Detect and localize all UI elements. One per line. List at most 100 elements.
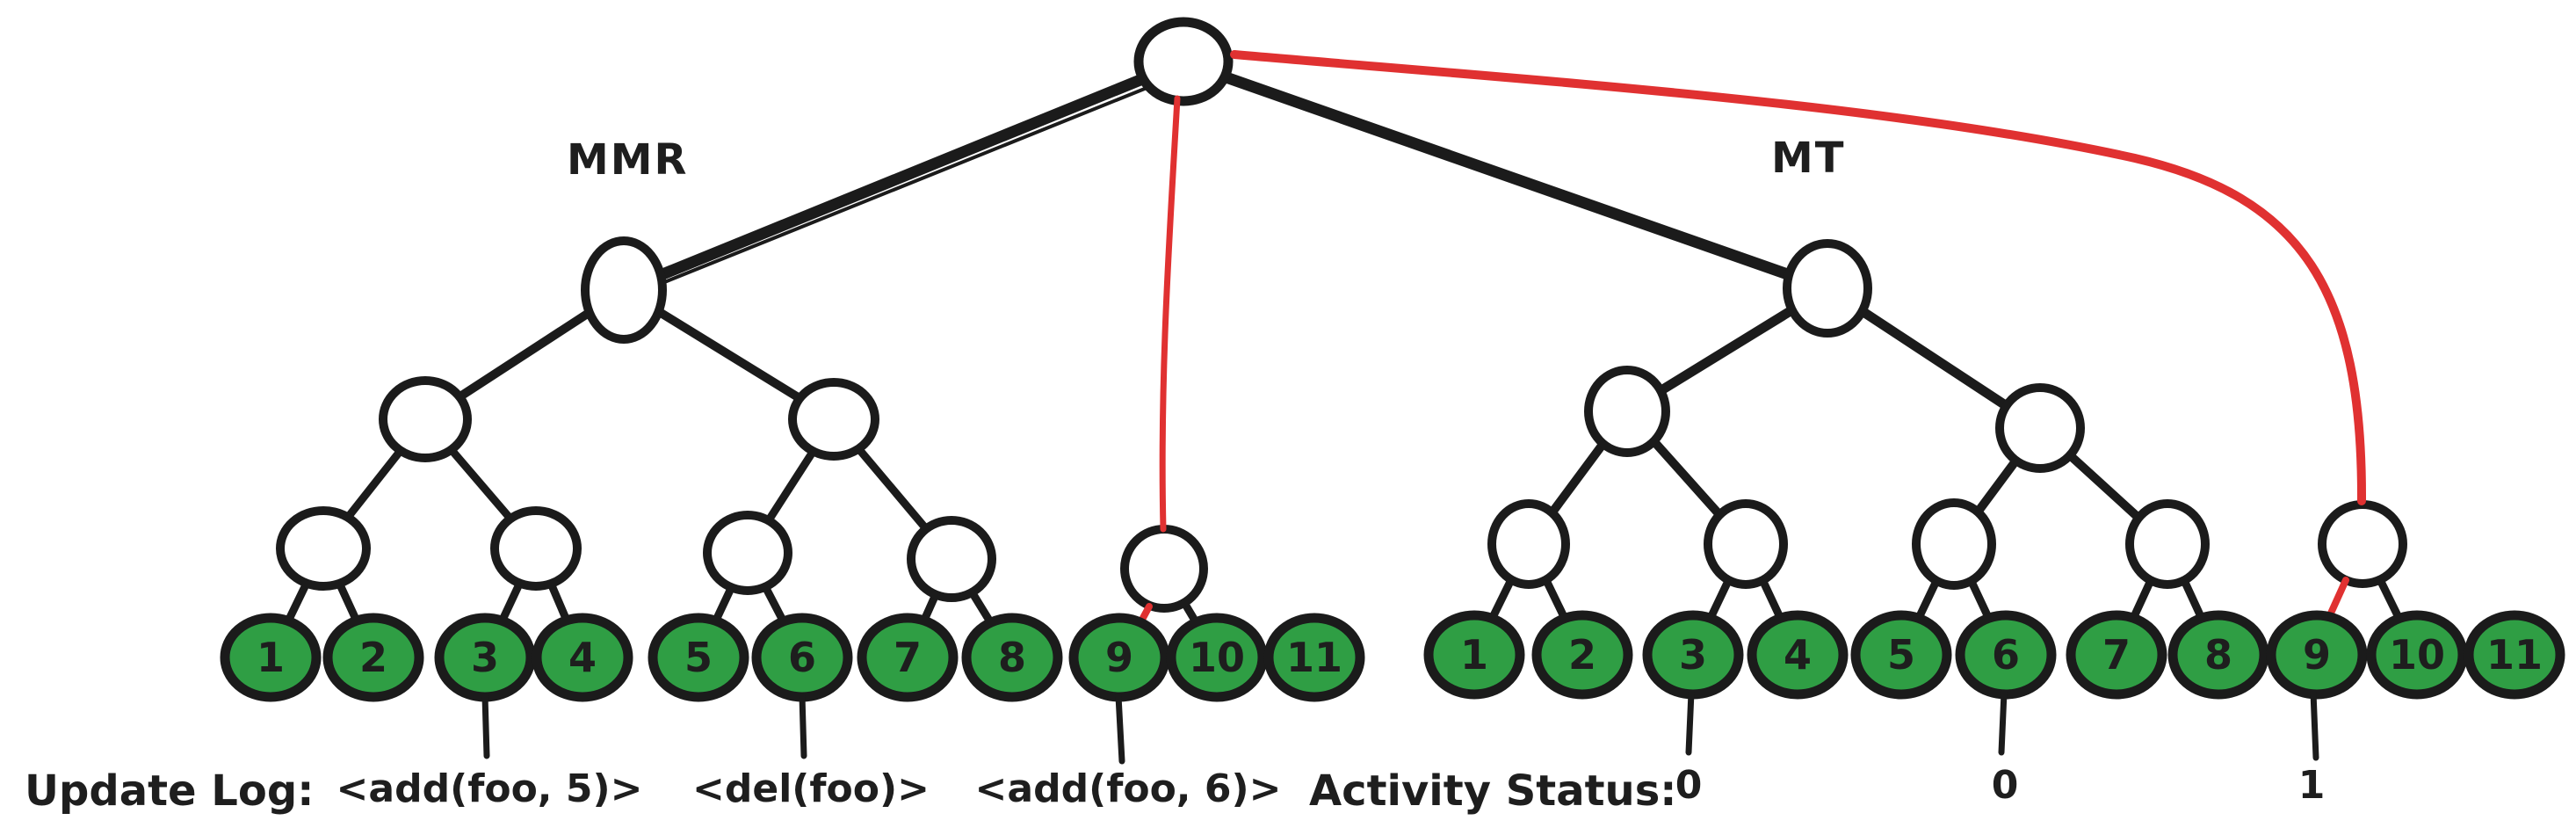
leaf-circle [2167,610,2269,700]
mt-internal-node [2125,499,2210,589]
mmr-internal-node [788,378,879,461]
mmr-subtree-root [581,236,667,344]
mmr-tree-label: MMR [567,135,689,185]
mt-leaf-row: 1 2 3 4 5 6 7 8 9 10 11 [1423,610,2565,700]
mt-internal-node [1995,383,2085,473]
mmr-leaf-node-7: 7 [857,613,959,702]
mt-internal-node [1487,499,1570,589]
leaf-number: 5 [684,634,713,681]
leaf-number: 10 [1189,634,1245,681]
leaf-number: 1 [1460,631,1488,679]
leaf-circle [220,613,322,702]
mt-internal-node [1912,498,1996,590]
mt-leaf3-tick [1685,689,1695,756]
mmr-internal-node [379,376,472,462]
leaf-circle [857,613,959,702]
highlight-root-to-mt-node [1230,50,2367,505]
mmr-peak-9-10-node [1120,525,1208,613]
mmr-leaf-node-9: 9 [1068,613,1170,702]
mt-leaf-node-4: 4 [1747,610,1849,700]
mmr-internal-node [276,506,371,591]
root-node [1133,17,1234,106]
internal-nodes [276,17,2407,613]
update-log-entry: <add(foo, 5)> [336,766,643,811]
mt-leaf-node-3: 3 [1642,610,1744,700]
mt-leaf-node-5: 5 [1850,610,1952,700]
mmr-leaf9-tick [1115,693,1125,765]
mt-subtree-root [1783,239,1872,338]
highlight-root-to-mmr-peak [1159,95,1181,533]
mt-internal-node [1584,366,1670,457]
mmr-leaf6-tick [799,693,807,759]
leaf-number: 4 [568,634,597,681]
leaf-number: 10 [2389,631,2445,679]
leaf-number: 8 [2204,631,2232,679]
mmr-leaf-node-5: 5 [648,613,749,702]
mmr-leaf-node-2: 2 [322,613,424,702]
mt-leaf-node-11: 11 [2464,610,2565,700]
leaf-circle [1166,613,1268,702]
mmr-leaf-node-1: 1 [220,613,322,702]
leaf-number: 9 [1105,634,1133,681]
update-log-entry: <add(foo, 6)> [975,766,1282,811]
leaf-number: 6 [788,634,816,681]
mt-leaf-node-1: 1 [1423,610,1525,700]
activity-status-value: 0 [1675,763,1703,808]
leaf-number: 8 [998,634,1026,681]
leaf-number: 11 [1286,634,1342,681]
mmr-leaf-node-10: 10 [1166,613,1268,702]
mt-leaf6-tick [1998,689,2008,756]
mmr-internal-node [907,516,996,602]
mmr-internal-node [703,511,792,595]
leaf-number: 11 [2486,631,2543,679]
activity-status-value: 0 [1992,763,2019,808]
leaf-number: 5 [1887,631,1915,679]
leaf-number: 7 [2102,631,2131,679]
leaf-number: 7 [894,634,922,681]
mt-internal-node [1704,499,1788,589]
mt-leaf-node-10: 10 [2366,610,2468,700]
leaf-circle [961,613,1063,702]
leaf-circle [1531,610,1633,700]
mmr-internal-node [490,506,582,591]
mmr-leaf-node-3: 3 [434,613,536,702]
highlight-mt-leaf9-edge [2326,577,2349,621]
mmr-leaf-node-11: 11 [1263,613,1365,702]
mt-leaf-node-6: 6 [1955,610,2057,700]
leaf-circle [2066,610,2167,700]
leaf-circle [1850,610,1952,700]
leaf-number: 4 [1784,631,1812,679]
mt-leaf-node-2: 2 [1531,610,1633,700]
activity-status-value: 1 [2298,763,2326,808]
leaf-number: 3 [471,634,499,681]
tree-edge [1177,56,1834,294]
leaf-number: 2 [359,634,387,681]
update-log-entry: <del(foo)> [692,766,930,811]
leaf-number: 9 [2303,631,2331,679]
tree-edge-overdraw [634,77,1170,295]
mmr-leaf3-tick [481,693,490,759]
mt-leaf-node-9: 9 [2266,610,2368,700]
mmr-leaf-node-4: 4 [532,613,633,702]
leaf-circle [2366,610,2468,700]
update-log-label: Update Log: [25,766,314,816]
leaf-number: 6 [1992,631,2020,679]
leaf-circle [322,613,424,702]
leaf-circle [2464,610,2565,700]
mmr-leaf-node-6: 6 [751,613,853,702]
leaf-circle [648,613,749,702]
leaf-circle [532,613,633,702]
leaf-circle [1263,613,1365,702]
leaf-circle [2266,610,2368,700]
leaf-number: 3 [1679,631,1707,679]
leaf-number: 2 [1568,631,1596,679]
mt-leaf-node-7: 7 [2066,610,2167,700]
tree-edge [618,56,1190,296]
leaf-circle [1747,610,1849,700]
leaf-circle [1423,610,1525,700]
mt-node-9-10-parent [2318,500,2407,588]
mt-leaf-node-8: 8 [2167,610,2269,700]
